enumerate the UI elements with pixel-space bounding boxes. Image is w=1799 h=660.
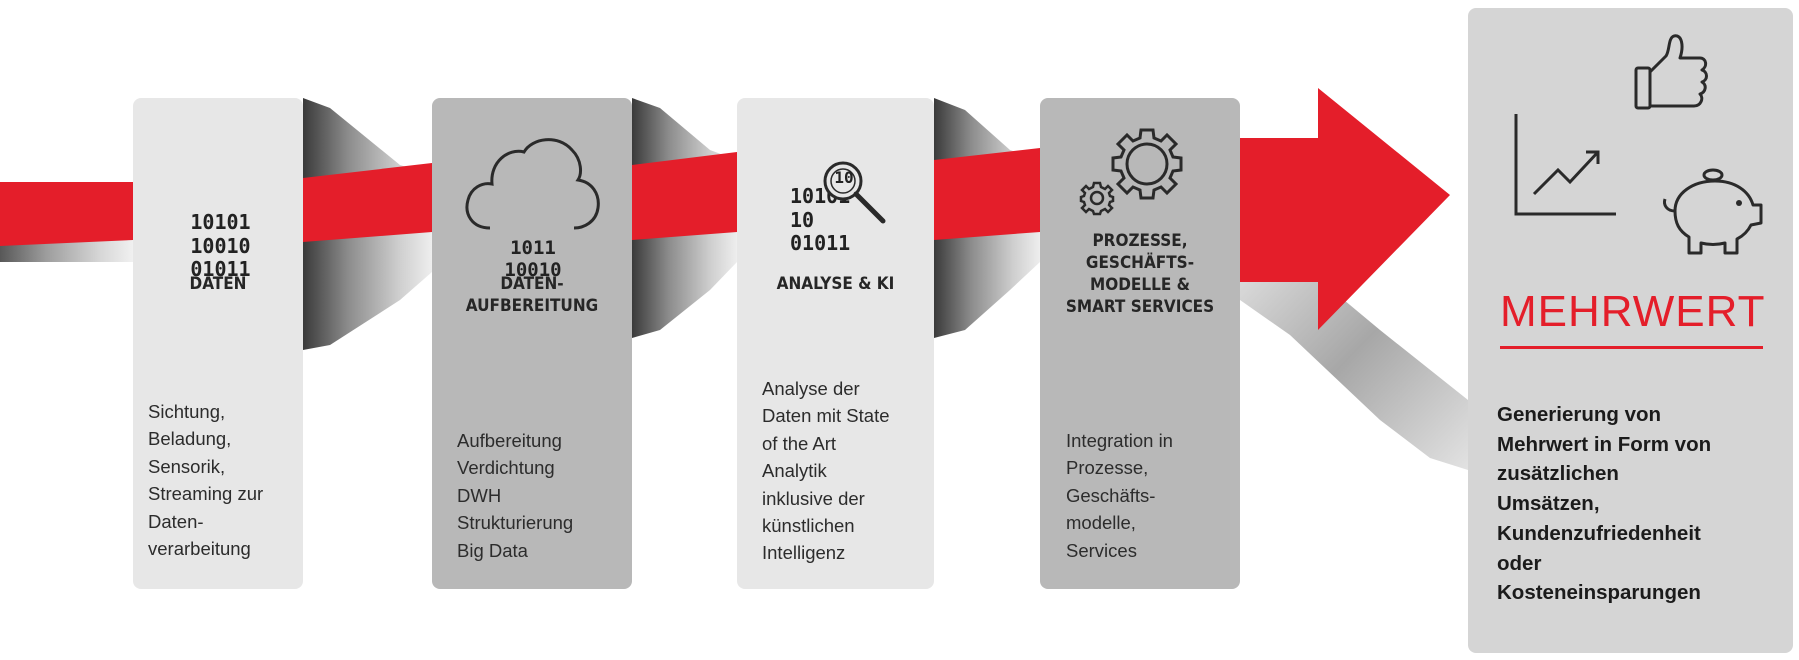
growth-chart-icon xyxy=(1514,114,1616,216)
stage-title-prozesse: PROZESSE,GESCHÄFTS- MODELLE &SMART SERVI… xyxy=(1065,231,1215,318)
ribbon-red-1 xyxy=(0,182,133,246)
stage-description-daten: Sichtung,Beladung, Sensorik,Streaming zu… xyxy=(148,401,264,559)
piggy-bank-icon xyxy=(1663,168,1763,255)
stage-panel-prozesse xyxy=(1040,98,1240,589)
gears-icon xyxy=(1079,128,1183,216)
result-panel-mehrwert xyxy=(1468,8,1793,653)
ribbon-red-2 xyxy=(303,163,432,242)
result-title-underline xyxy=(1500,346,1763,349)
magnifier-icon xyxy=(823,161,886,224)
ribbon-red-3 xyxy=(632,152,737,240)
stage-title-analyse: ANALYSE & KI xyxy=(776,274,895,294)
magnifier-text: 10 xyxy=(834,168,854,187)
stage-panel-datenaufbereitung xyxy=(432,98,632,589)
ribbon-red-4 xyxy=(934,148,1040,240)
stage-panel-daten xyxy=(133,98,303,589)
result-title: MEHRWERT xyxy=(1500,287,1766,336)
ribbon-arrow-head xyxy=(1240,88,1450,330)
cloud-icon xyxy=(465,138,600,230)
stage-title-daten: DATEN xyxy=(189,274,247,294)
ribbon-tail xyxy=(1240,235,1468,470)
thumbs-up-icon xyxy=(1634,34,1708,110)
stage-title-datenaufbereitung: DATEN-AUFBEREITUNG xyxy=(465,274,599,317)
